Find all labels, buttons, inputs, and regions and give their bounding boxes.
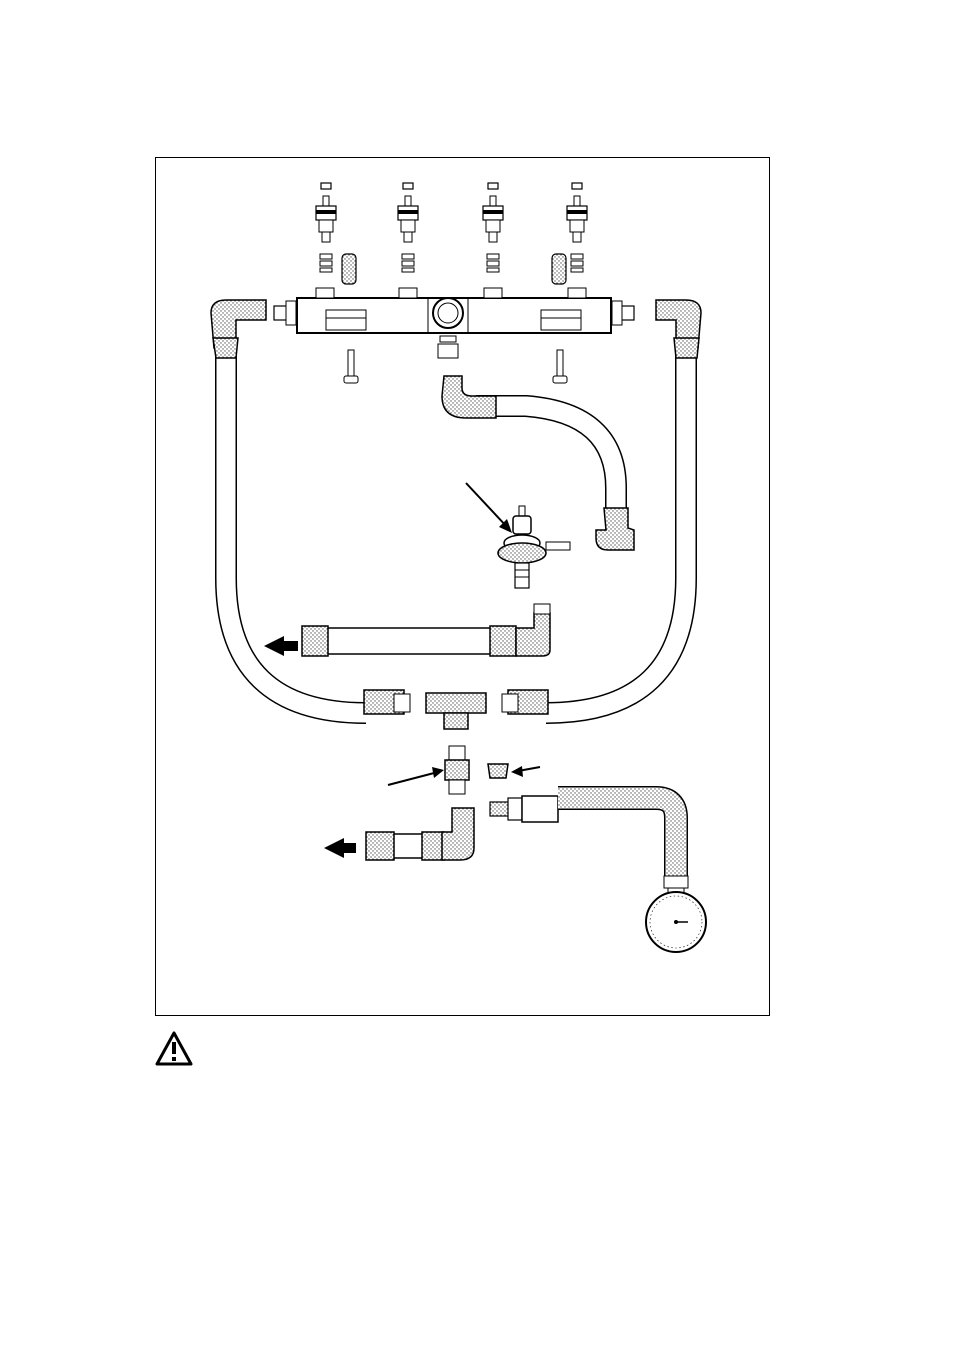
fuel-system-diagram — [156, 158, 768, 1014]
warning-triangle-icon — [154, 1030, 194, 1068]
spacer-sleeve-right — [552, 254, 566, 284]
plug — [488, 764, 508, 778]
fuel-pressure-regulator — [498, 506, 570, 588]
flow-direction-arrow-lower — [324, 838, 356, 858]
fuel-rail — [274, 288, 634, 358]
pressure-gauge-assembly — [490, 796, 706, 952]
fuel-injector-1 — [316, 183, 336, 272]
spacer-sleeve-left — [342, 254, 356, 284]
flow-direction-arrow-upper — [264, 636, 298, 656]
mounting-bolt-left — [344, 350, 358, 383]
fuel-hose-regulator — [442, 376, 634, 550]
mounting-bolt-right — [553, 350, 567, 383]
fuel-injector-3 — [483, 183, 503, 272]
fuel-injector-2 — [398, 183, 418, 272]
t-connector — [426, 693, 486, 729]
pointer-arrow-adapter — [388, 767, 444, 785]
fuel-injector-4 — [567, 183, 587, 272]
pointer-arrow-plug — [511, 766, 540, 777]
lower-hose — [366, 808, 474, 860]
figure-frame — [155, 157, 770, 1016]
pointer-arrow-regulator — [466, 483, 512, 533]
return-hose — [302, 604, 550, 656]
adapter-fitting — [445, 746, 469, 794]
